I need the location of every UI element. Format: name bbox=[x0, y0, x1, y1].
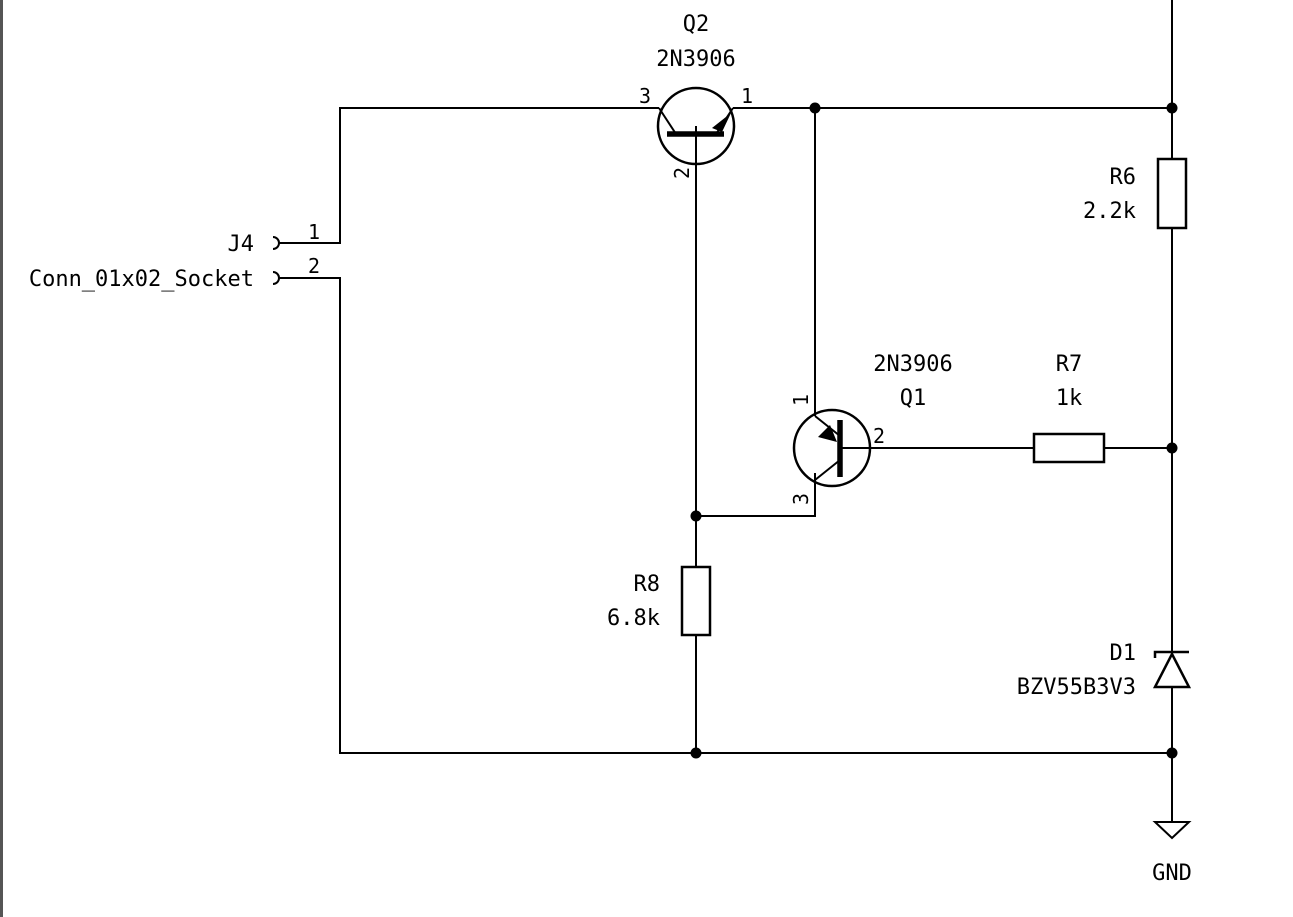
junction-dot bbox=[809, 102, 821, 114]
junction-dot bbox=[690, 510, 702, 522]
transistor-q1-symbol bbox=[792, 408, 872, 488]
r7-reference: R7 bbox=[1056, 352, 1083, 377]
wire-q1-collector bbox=[696, 473, 816, 517]
j4-reference: J4 bbox=[228, 232, 255, 257]
q1-reference: Q1 bbox=[900, 386, 927, 411]
r6-value: 2.2k bbox=[1083, 199, 1136, 224]
wires bbox=[284, 0, 1173, 822]
j4-pin2-number: 2 bbox=[308, 254, 320, 278]
left-border bbox=[0, 0, 3, 917]
j4-value: Conn_01x02_Socket bbox=[29, 267, 254, 292]
d1-value: BZV55B3V3 bbox=[1017, 675, 1136, 700]
j4-pin1-number: 1 bbox=[308, 220, 320, 244]
q2-reference: Q2 bbox=[683, 12, 710, 37]
r7-value: 1k bbox=[1056, 386, 1083, 411]
q2-value: 2N3906 bbox=[656, 47, 735, 72]
q2-pin3-number: 3 bbox=[639, 84, 651, 108]
q2-pin2-number: 2 bbox=[670, 167, 694, 179]
wire-j4-pin1-to-q2 bbox=[284, 107, 659, 244]
resistor-r7-symbol bbox=[1032, 432, 1106, 464]
r6-reference: R6 bbox=[1110, 165, 1137, 190]
transistor-q2-symbol bbox=[656, 86, 736, 166]
connector-j4-symbol bbox=[272, 236, 284, 285]
q1-pin2-number: 2 bbox=[873, 424, 885, 448]
gnd-label: GND bbox=[1152, 861, 1192, 886]
zener-diode-d1-symbol bbox=[1152, 650, 1192, 689]
q1-pin1-number: 1 bbox=[789, 394, 813, 406]
resistor-r6-symbol bbox=[1156, 157, 1188, 230]
junction-dot bbox=[1166, 747, 1178, 759]
junction-dot bbox=[1166, 102, 1178, 114]
wire-j4-pin2-to-gnd bbox=[284, 277, 1172, 754]
r8-value: 6.8k bbox=[607, 606, 660, 631]
q1-pin3-number: 3 bbox=[789, 493, 813, 505]
d1-reference: D1 bbox=[1110, 641, 1137, 666]
q1-value: 2N3906 bbox=[873, 352, 952, 377]
junction-dot bbox=[690, 747, 702, 759]
q2-pin1-number: 1 bbox=[741, 84, 753, 108]
r8-reference: R8 bbox=[634, 572, 661, 597]
junction-dot bbox=[1166, 442, 1178, 454]
ground-symbol bbox=[1152, 821, 1192, 840]
resistor-r8-symbol bbox=[680, 565, 712, 637]
junctions bbox=[690, 102, 1178, 759]
